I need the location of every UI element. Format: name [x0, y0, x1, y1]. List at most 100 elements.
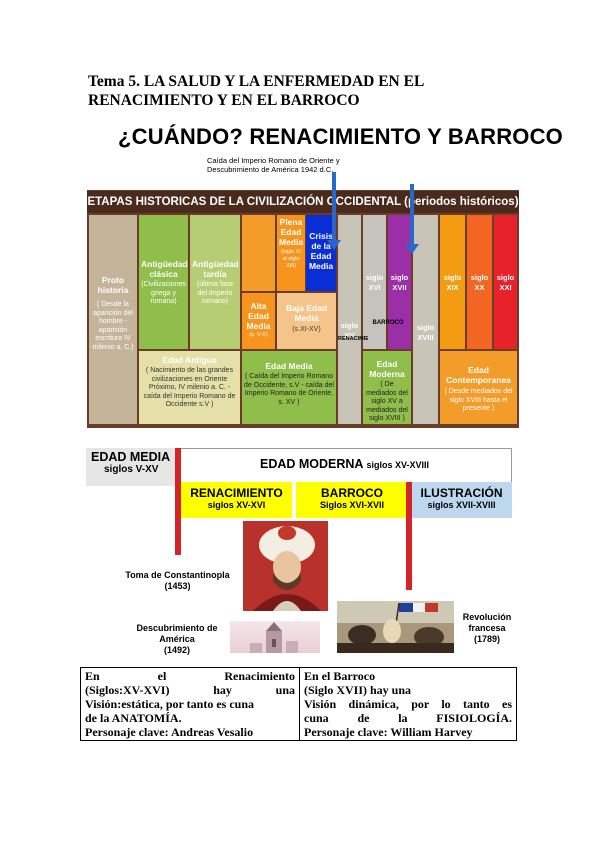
- cell-edad-media-detail: ( Caída del Imperio Romano de Occidente,…: [244, 373, 334, 406]
- cell-siglo-xxi: siglo XXI: [494, 215, 517, 349]
- timeline-ilustracion-title: ILUSTRACIÓN: [420, 486, 503, 500]
- cell-alta-edad-media: Alta Edad Media (s. V-X): [242, 293, 275, 349]
- cell-siglo-xvii-label: siglo XVII: [390, 273, 409, 292]
- cell-proto-historia-detail: ( Desde la aparición del hombre - aparic…: [92, 301, 134, 351]
- timeline-edad-moderna: EDAD MODERNA siglos XV-XVIII: [178, 448, 512, 482]
- event-revolucion-label-1: Revolución: [462, 612, 512, 622]
- cell-siglo-xix-label: siglo XIX: [443, 273, 462, 292]
- cell-edad-antigua-detail: ( Nacimiento de las grandes civilizacion…: [143, 367, 236, 408]
- cell-edad-moderna-detail: ( De mediados del siglo XV a mediados de…: [366, 381, 408, 422]
- church-image: [230, 621, 320, 653]
- timeline-edad-media-title: EDAD MEDIA: [91, 450, 171, 464]
- cell-plena-edad-media: Plena Edad Media (siglo XI al siglo XIII…: [277, 215, 305, 291]
- barroco-line-4: cuna de la FISIOLOGÍA.: [304, 711, 512, 725]
- cell-siglo-xvi: siglo XVI: [363, 215, 386, 349]
- cell-antiguedad-clasica-detail: (Civilizaciones griega y romana): [141, 281, 186, 305]
- cell-antiguedad-clasica-title: Antigüedad clásica: [141, 259, 188, 279]
- renacimiento-line-5: Personaje clave: Andreas Vesalio: [85, 725, 254, 739]
- timeline-edad-moderna-siglos: siglos XV-XVIII: [366, 460, 430, 470]
- cell-antiguedad-tardia-title: Antigüedad tardía: [192, 259, 239, 279]
- cell-edad-moderna-title: Edad Moderna: [369, 359, 405, 379]
- cell-baja-edad-media-title: Baja Edad Media: [285, 303, 328, 323]
- cell-antiguedad-clasica: Antigüedad clásica (Civilizaciones grieg…: [139, 215, 188, 349]
- timeline-ilustracion: ILUSTRACIÓN siglos XVII-XVIII: [411, 482, 512, 518]
- barroco-cell: En el Barroco (Siglo XVII) hay una Visió…: [299, 667, 517, 741]
- cell-edad-contemporanea-title: Edad Contemporanea: [446, 365, 511, 385]
- cell-siglo-xvi-label: siglo XVI: [365, 273, 384, 292]
- sultan-portrait-image: [243, 521, 328, 611]
- comparison-table: En el Renacimiento (Siglos:XV-XVI) hay u…: [80, 667, 517, 741]
- cell-plena-edad-media-title: Plena Edad Media: [279, 217, 304, 247]
- cell-alta-edad-media-title: Alta Edad Media: [246, 301, 271, 331]
- document-title-line-1: Tema 5. LA SALUD Y LA ENFERMEDAD EN EL: [88, 73, 425, 90]
- timeline-renacimiento: RENACIMIENTO siglos XV-XVI: [181, 482, 292, 518]
- liberty-painting-image: [337, 601, 454, 653]
- document-title: Tema 5. LA SALUD Y LA ENFERMEDAD EN EL R…: [88, 72, 518, 110]
- barroco-line-5: Personaje clave: William Harvey: [304, 725, 473, 739]
- document-title-line-2: RENACIMIENTO Y EN EL BARROCO: [88, 92, 360, 109]
- arrow-down-icon: [327, 172, 341, 250]
- renacimiento-line-1: En el Renacimiento: [85, 669, 295, 683]
- timeline-barroco-title: BARROCO: [321, 486, 383, 500]
- cell-siglo-xx-label: siglo XX: [470, 273, 489, 292]
- barroco-line-3: Visión dinámica, por lo tanto es: [304, 697, 512, 711]
- stages-chart-grid: Proto historia ( Desde la aparición del …: [87, 213, 519, 428]
- cell-edad-antigua: Edad Antigua ( Nacimiento de las grandes…: [139, 351, 240, 424]
- timeline-renacimiento-siglos: siglos XV-XVI: [207, 500, 266, 510]
- cell-proto-historia: Proto historia ( Desde la aparición del …: [89, 215, 137, 424]
- timeline-barroco-siglos: Siglos XVI-XVII: [319, 500, 384, 510]
- cell-siglo-xv-label: siglo XV: [340, 321, 359, 340]
- renacimiento-line-2: (Siglos:XV-XVI) hay una: [85, 683, 295, 697]
- timeline-barroco: BARROCO Siglos XVI-XVII: [296, 482, 408, 518]
- event-america-year: (1492): [163, 645, 190, 655]
- event-america: Descubrimiento de América (1492): [122, 623, 232, 656]
- timeline-ilustracion-siglos: siglos XVII-XVIII: [427, 500, 496, 510]
- section-heading: ¿CUÁNDO? RENACIMIENTO Y BARROCO: [118, 124, 563, 149]
- renacimiento-cell: En el Renacimiento (Siglos:XV-XVI) hay u…: [80, 667, 300, 741]
- renacimiento-line-4: de la ANATOMÍA.: [85, 711, 182, 725]
- arrow-down-icon: [405, 184, 419, 254]
- cell-renacimiento-label: RENACIMIENTO: [338, 336, 368, 342]
- event-revolucion: Revolución francesa (1789): [456, 612, 518, 645]
- cell-antiguedad-tardia-detail: (última fase del Imperio romano): [196, 281, 234, 305]
- cell-edad-antigua-title: Edad Antigua: [162, 355, 217, 365]
- chart-top-note: Caída del Imperio Romano de Oriente y De…: [207, 156, 357, 174]
- stages-chart-header: ETAPAS HISTORICAS DE LA CIVILIZACIÓN OCC…: [87, 191, 519, 213]
- cell-siglo-xx: siglo XX: [467, 215, 492, 349]
- cell-alta-edad-media-detail: (s. V-X): [249, 332, 268, 338]
- event-revolucion-year: (1789): [473, 634, 500, 644]
- cell-edad-media: Edad Media ( Caída del Imperio Romano de…: [242, 351, 336, 424]
- cell-edad-media-title: Edad Media: [265, 361, 313, 371]
- cell-edad-contemporanea-detail: ( Desde mediados del siglo XVIII hasta e…: [444, 388, 513, 412]
- cell-edad-moderna: Edad Moderna ( De mediados del siglo XV …: [363, 351, 411, 424]
- cell-crisis-edad-media: Crisis de la Edad Media: [306, 215, 336, 291]
- timeline-edad-media: EDAD MEDIA siglos V-XV: [86, 448, 178, 486]
- table-row: En el Renacimiento (Siglos:XV-XVI) hay u…: [80, 667, 517, 741]
- cell-edad-contemporanea: Edad Contemporanea ( Desde mediados del …: [440, 351, 517, 424]
- cell-antiguedad-tardia: Antigüedad tardía (última fase del Imper…: [190, 215, 240, 349]
- renacimiento-line-3: Visión:estática, por tanto es cuna: [85, 697, 254, 711]
- timeline-marker-1453: [175, 448, 181, 555]
- cell-orange-filler: [242, 215, 275, 291]
- timeline-edad-media-siglos: siglos V-XV: [104, 464, 159, 475]
- timeline-renacimiento-title: RENACIMIENTO: [190, 486, 283, 500]
- chart-top-note-line-1: Caída del Imperio Romano de Oriente y: [207, 156, 340, 165]
- cell-siglo-xix: siglo XIX: [440, 215, 465, 349]
- barroco-line-2: (Siglo XVII) hay una: [304, 683, 412, 697]
- cell-siglo-xviii-label: siglo XVIII: [416, 323, 435, 342]
- event-constantinopla: Toma de Constantinopla (1453): [110, 570, 245, 592]
- cell-siglo-xxi-label: siglo XXI: [496, 273, 515, 292]
- cell-proto-historia-title: Proto historia: [97, 275, 129, 295]
- cell-baja-edad-media-detail: (s.XI-XV): [292, 326, 321, 333]
- cell-siglo-xv: siglo XV: [338, 215, 361, 424]
- event-america-label-1: Descubrimiento de: [136, 623, 218, 633]
- cell-crisis-edad-media-title: Crisis de la Edad Media: [308, 231, 334, 271]
- timeline-marker-1789: [406, 482, 412, 590]
- barroco-line-1: En el Barroco: [304, 669, 376, 683]
- event-revolucion-label-2: francesa: [468, 623, 506, 633]
- event-constantinopla-label: Toma de Constantinopla: [125, 570, 230, 580]
- cell-baja-edad-media: Baja Edad Media (s.XI-XV): [277, 293, 336, 349]
- timeline-edad-moderna-title: EDAD MODERNA: [259, 457, 363, 471]
- cell-plena-edad-media-detail: (siglo XI al siglo XIII): [281, 249, 301, 269]
- cell-barroco-label: BARROCO: [372, 320, 404, 326]
